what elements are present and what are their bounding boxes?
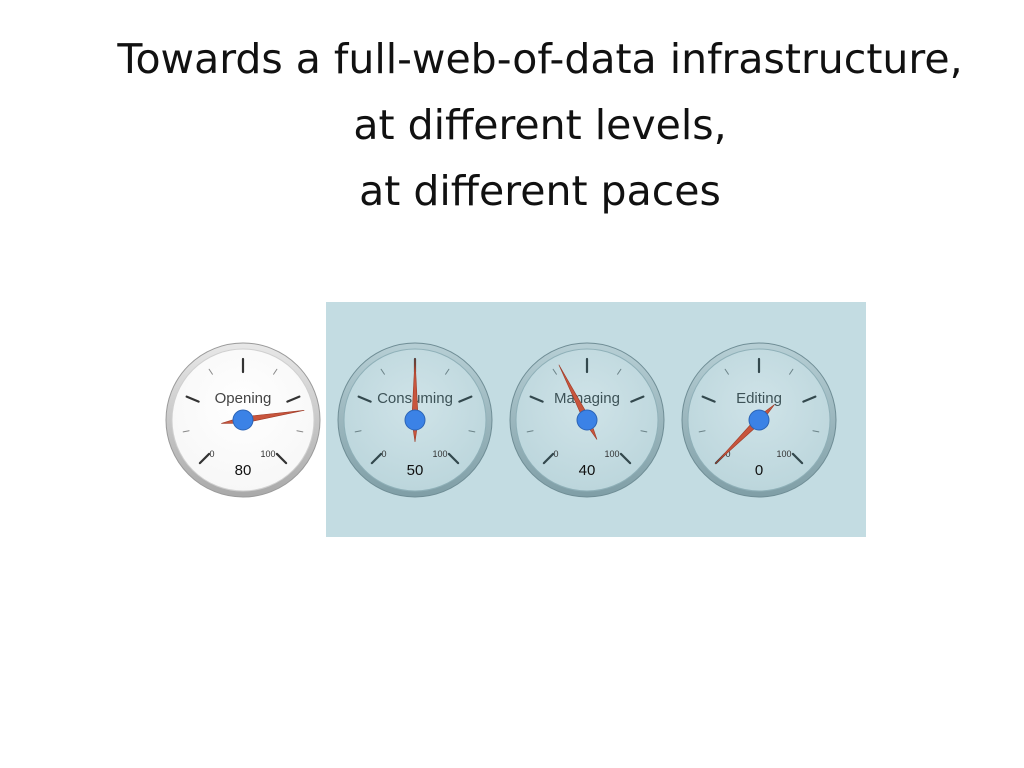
major-tick — [630, 395, 645, 403]
minor-tick — [640, 430, 648, 433]
minor-tick — [208, 368, 213, 375]
gauge-value: 80 — [235, 462, 252, 479]
major-tick — [370, 452, 383, 465]
major-tick — [529, 395, 544, 403]
gauge-min-label: 0 — [209, 449, 214, 459]
minor-tick — [698, 430, 706, 433]
gauge-label: Editing — [736, 390, 782, 407]
gauge-max-label: 100 — [432, 449, 447, 459]
minor-tick — [296, 430, 304, 433]
gauge-label: Opening — [215, 390, 272, 407]
gauge-min-label: 0 — [381, 449, 386, 459]
gauge-opening: Opening 0 100 80 — [165, 342, 321, 498]
major-tick — [357, 395, 372, 403]
title-line-2: at different levels, — [353, 101, 727, 149]
minor-tick — [552, 368, 557, 375]
gauge-value: 40 — [579, 462, 596, 479]
major-tick — [791, 452, 804, 465]
title-line-3: at different paces — [359, 167, 721, 215]
minor-tick — [789, 368, 794, 375]
gauge-label: Managing — [554, 390, 620, 407]
major-tick — [802, 395, 817, 403]
title-line-1: Towards a full-web-of-data infrastructur… — [117, 35, 963, 83]
minor-tick — [617, 368, 622, 375]
major-tick — [185, 395, 200, 403]
gauge-editing: Editing 0 100 0 — [681, 342, 837, 498]
gauge-hub — [748, 409, 770, 431]
major-tick — [447, 452, 460, 465]
gauge-consuming: Consuming010050 — [337, 342, 493, 498]
gauge-max-label: 100 — [260, 449, 275, 459]
minor-tick — [724, 368, 729, 375]
major-tick — [701, 395, 716, 403]
gauge-value: 0 — [755, 462, 763, 479]
minor-tick — [445, 368, 450, 375]
major-tick — [542, 452, 555, 465]
minor-tick — [273, 368, 278, 375]
major-tick — [275, 452, 288, 465]
minor-tick — [380, 368, 385, 375]
gauge-hub — [232, 409, 254, 431]
gauge-managing: Managing 0 100 40 — [509, 342, 665, 498]
major-tick — [619, 452, 632, 465]
gauge-min-label: 0 — [553, 449, 558, 459]
minor-tick — [468, 430, 476, 433]
gauge-min-label: 0 — [725, 449, 730, 459]
gauge-max-label: 100 — [604, 449, 619, 459]
minor-tick — [812, 430, 820, 433]
gauge-hub — [576, 409, 598, 431]
major-tick — [458, 395, 473, 403]
major-tick — [286, 395, 301, 403]
gauge-value: 50 — [407, 462, 424, 479]
minor-tick — [182, 430, 190, 433]
minor-tick — [526, 430, 534, 433]
gauge-hub — [404, 409, 426, 431]
gauge-max-label: 100 — [776, 449, 791, 459]
slide-title: Towards a full-web-of-data infrastructur… — [40, 26, 1024, 224]
minor-tick — [354, 430, 362, 433]
major-tick — [198, 452, 211, 465]
